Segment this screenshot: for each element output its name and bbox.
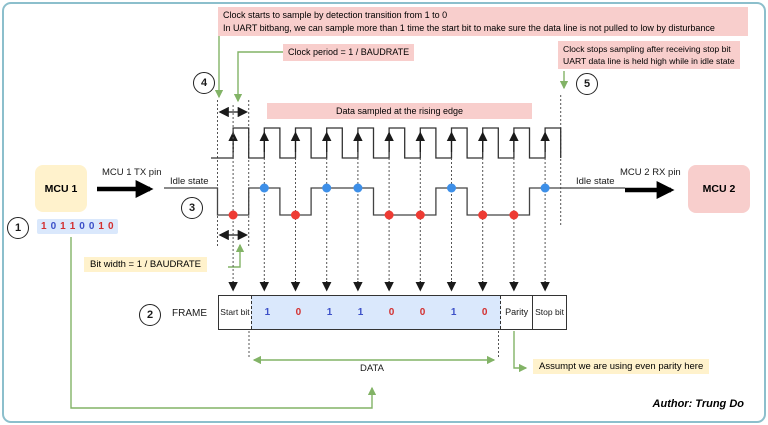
bit-width-annotation: Bit width = 1 / BAUDRATE (84, 257, 207, 272)
clock-stop-line2: UART data line is held high while in idl… (563, 56, 735, 67)
sample-dot-zero (415, 210, 425, 220)
binary-to-data-arrow (70, 237, 377, 409)
idle-state-right-label: Idle state (576, 176, 615, 187)
frame-data-bit: 0 (295, 307, 302, 318)
clock-waveform (211, 127, 562, 159)
frame-label: FRAME (172, 308, 207, 319)
mcu2-box: MCU 2 (688, 165, 750, 213)
clock-stop-line1: Clock stops sampling after receiving sto… (563, 44, 731, 54)
sample-dot-zero (509, 210, 519, 220)
sample-dot-one (353, 183, 363, 193)
frame-data-bit: 0 (388, 307, 395, 318)
step-1-badge: 1 (7, 217, 29, 239)
binary-digit: 1 (69, 221, 76, 232)
clock-start-line2: In UART bitbang, we can sample more than… (223, 22, 715, 33)
step-5-badge: 5 (576, 73, 598, 95)
binary-digit: 1 (41, 221, 47, 232)
idle-state-left-label: Idle state (170, 176, 209, 187)
sample-dot-zero (228, 210, 238, 220)
frame-data-bit: 1 (326, 307, 333, 318)
binary-digit: 0 (107, 221, 114, 232)
bit-width-pointer-arrow (228, 243, 245, 268)
sample-dot-zero (291, 210, 300, 220)
frame-data-bit: 1 (357, 307, 364, 318)
frame-data-bit: 1 (450, 307, 457, 318)
step-3-badge: 3 (181, 197, 203, 219)
clock-period-annotation: Clock period = 1 / BAUDRATE (283, 44, 415, 61)
step-2-badge: 2 (139, 304, 161, 326)
binary-digit: 1 (98, 221, 104, 232)
mcu1-box: MCU 1 (35, 165, 87, 212)
data-span-label: DATA (360, 363, 384, 374)
uart-frame: Start bit 1 0 1 1 0 0 1 0 Parity Stop bit (218, 295, 567, 330)
binary-digit: 0 (50, 221, 57, 232)
binary-digit: 0 (79, 221, 85, 232)
sample-dot-zero (384, 210, 394, 220)
sample-dot-zero (478, 210, 488, 220)
frame-data-bit: 1 (264, 307, 271, 318)
parity-note-arrow (513, 331, 528, 373)
parity-note-annotation: Assumpt we are using even parity here (533, 359, 710, 374)
frame-stop-bit-cell: Stop bit (532, 296, 566, 329)
sample-dot-one (447, 183, 456, 193)
author-credit: Author: Trung Do (652, 398, 744, 410)
mcu1-tx-pin-label: MCU 1 TX pin (102, 167, 162, 178)
binary-digit: 0 (88, 221, 95, 232)
data-sampled-banner: Data sampled at the rising edge (267, 103, 532, 119)
frame-start-bit-cell: Start bit (220, 306, 250, 317)
frame-data-bit: 0 (481, 307, 488, 318)
frame-parity-cell: Parity (505, 307, 529, 318)
frame-data-bit: 0 (419, 307, 426, 318)
sample-dot-one (540, 183, 550, 193)
binary-digit: 1 (60, 221, 66, 232)
clock-period-pointer-arrow (233, 51, 283, 103)
clock-start-annotation: Clock starts to sample by detection tran… (218, 7, 748, 37)
step-4-badge: 4 (193, 72, 215, 94)
clock-start-line1: Clock starts to sample by detection tran… (223, 10, 448, 20)
sample-dot-one (322, 183, 332, 193)
sample-dot-one (259, 183, 269, 193)
clock-stop-annotation: Clock stops sampling after receiving sto… (558, 41, 740, 70)
frame-data-cells: 1 0 1 1 0 0 1 0 (250, 296, 502, 329)
mcu2-rx-pin-label: MCU 2 RX pin (620, 167, 681, 178)
